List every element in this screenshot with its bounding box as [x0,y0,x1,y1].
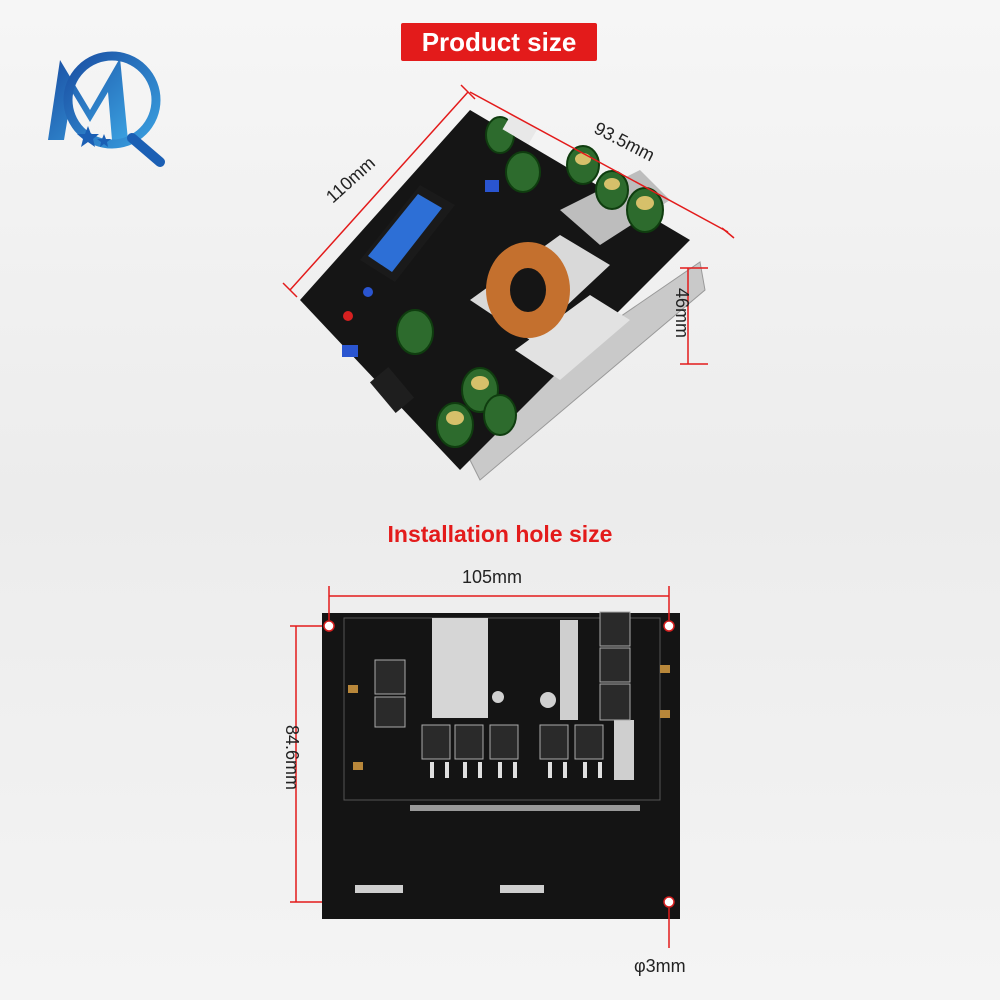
product-size-banner: Product size [401,23,597,61]
hole-diameter-dimension: φ3mm [634,956,686,976]
hole-spacing-y-dimension: 84.6mm [282,725,302,791]
hole-spacing-x-dimension: 105mm [462,567,523,587]
installation-hole-title: Installation hole size [387,521,613,547]
